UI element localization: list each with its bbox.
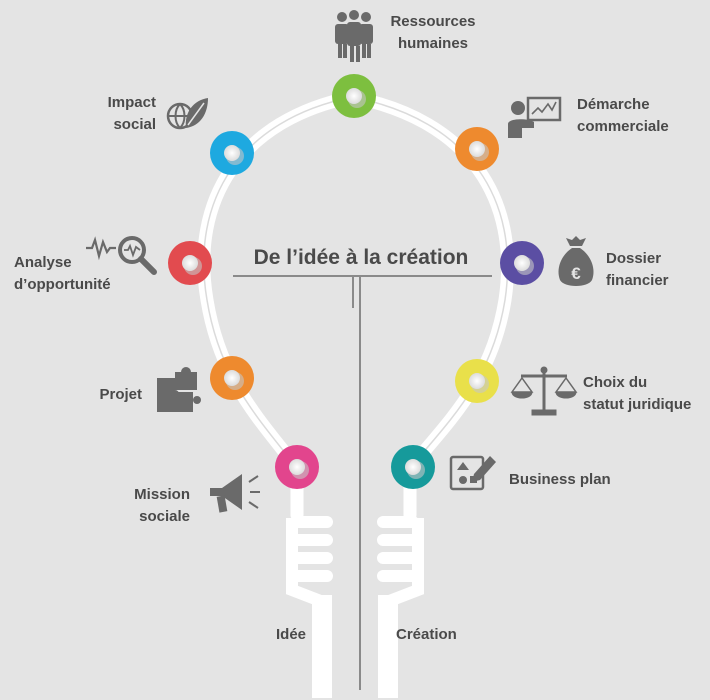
- marker-dossier-financier: [500, 241, 544, 285]
- puzzle-icon: [157, 367, 201, 412]
- label-choix-statut: Choix du statut juridique: [583, 374, 692, 413]
- marker-ressources-humaines: [332, 74, 376, 118]
- marker-demarche-commerciale: [455, 127, 499, 171]
- marker-analyse: [168, 241, 212, 285]
- label-creation: Création: [396, 626, 457, 643]
- label-projet: Projet: [99, 386, 142, 403]
- label-dossier-financier: Dossier financier: [606, 250, 669, 289]
- globe-leaf-icon: [166, 98, 208, 130]
- marker-choix-statut: [455, 359, 499, 403]
- marker-business-plan: [391, 445, 435, 489]
- label-demarche-commerciale: Démarche commerciale: [577, 96, 669, 135]
- shapes-pencil-icon: [449, 455, 496, 491]
- label-impact-social: Impact social: [107, 94, 156, 133]
- label-idee: Idée: [276, 626, 307, 643]
- label-ressources-humaines: Ressources humaines: [390, 13, 476, 52]
- label-business-plan: Business plan: [509, 471, 611, 488]
- label-mission-sociale: Mission sociale: [134, 486, 190, 525]
- presenter-board-icon: [508, 96, 562, 138]
- label-analyse: Analyse d’opportunité: [14, 254, 111, 293]
- magnifier-wave-icon: [86, 236, 157, 275]
- svg-text:€: €: [571, 264, 581, 283]
- marker-impact-social: [210, 131, 254, 175]
- marker-mission-sociale: [275, 445, 319, 489]
- scales-icon: [510, 366, 578, 416]
- money-bag-icon: €: [558, 236, 594, 286]
- diagram-title: De l’idée à la création: [253, 246, 469, 269]
- title-connectors: [233, 275, 492, 690]
- right-filament: [377, 461, 424, 698]
- people-icon: [335, 10, 373, 62]
- marker-projet: [210, 356, 254, 400]
- megaphone-icon: [210, 474, 260, 513]
- left-filament: [286, 461, 333, 698]
